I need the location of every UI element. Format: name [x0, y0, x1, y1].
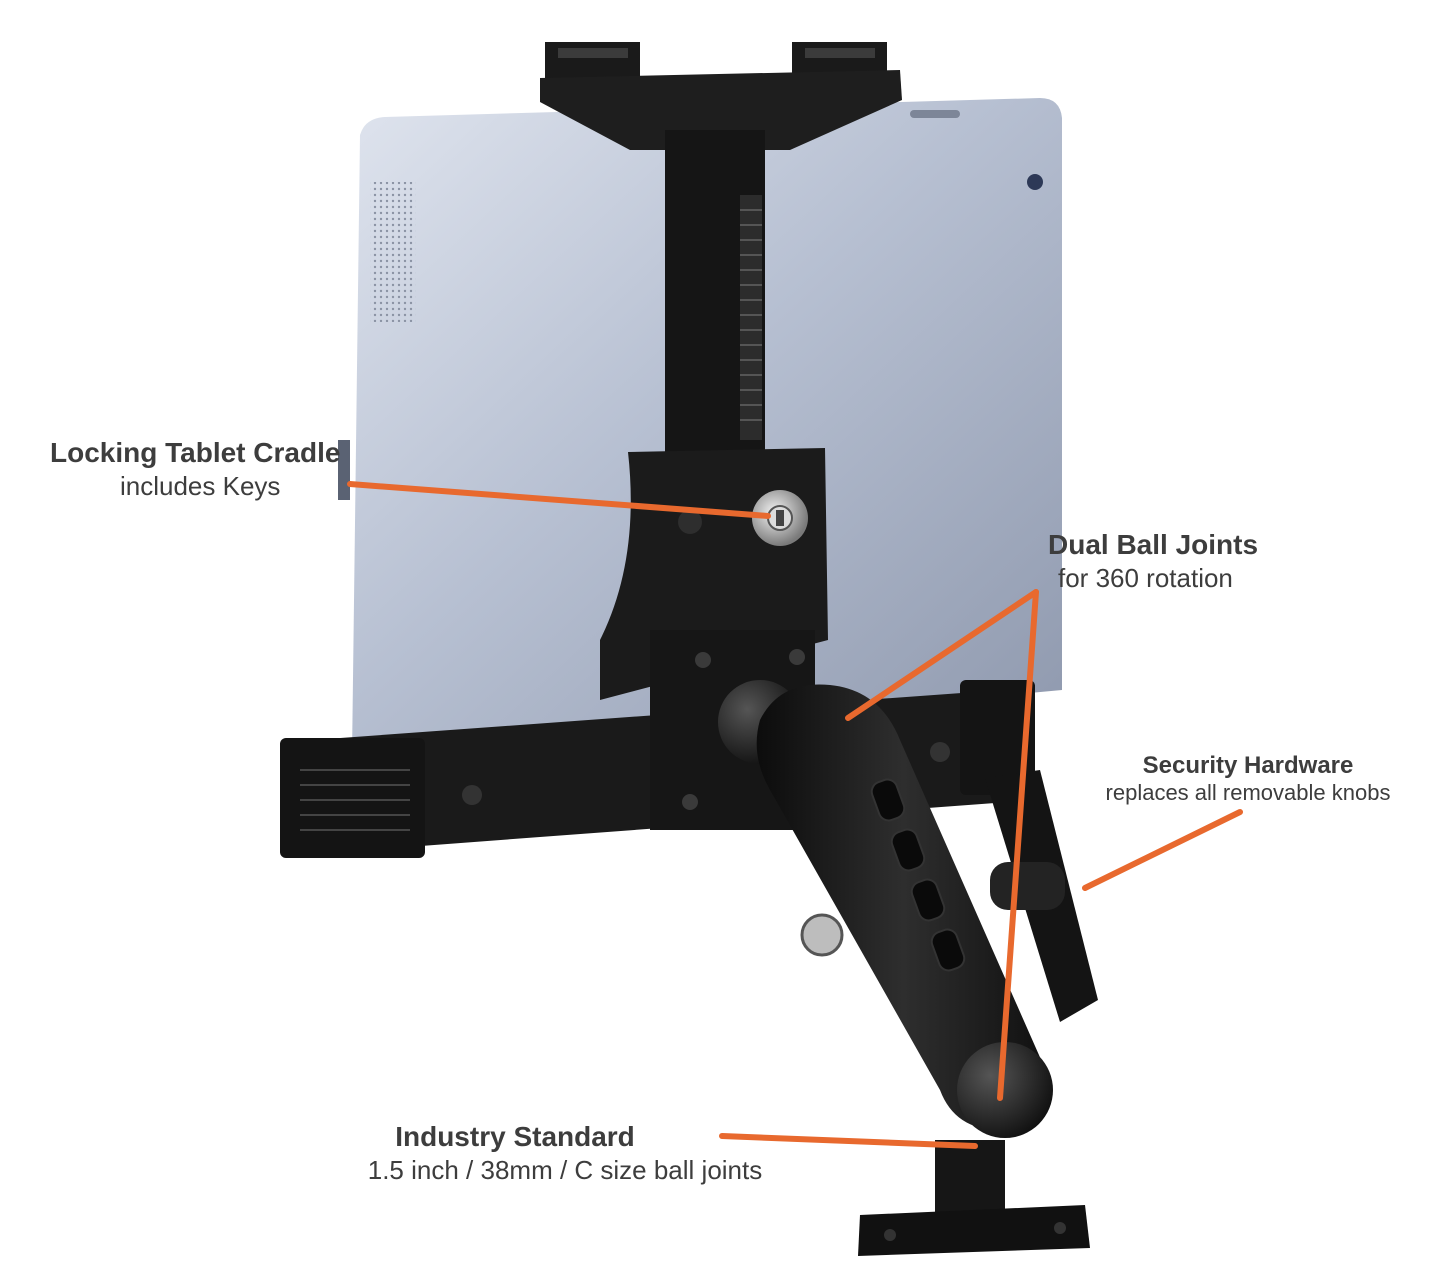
callout-security-subtitle: replaces all removable knobs — [1105, 780, 1391, 805]
leader-line-industry — [719, 1133, 978, 1149]
callout-industry-subtitle: 1.5 inch / 38mm / C size ball joints — [367, 1155, 763, 1185]
callout-cradle-title: Locking Tablet Cradle — [50, 437, 341, 468]
vertical-rail — [665, 130, 765, 470]
leader-line-security — [1082, 809, 1243, 891]
callout-cradle-subtitle: includes Keys — [120, 471, 281, 501]
ball-joint-arm — [718, 680, 1053, 1138]
callout-locking-cradle: Locking Tablet Cradle includes Keys — [50, 436, 340, 502]
base-mount — [858, 1140, 1090, 1256]
camera-icon — [1027, 174, 1043, 190]
speaker-grille — [370, 182, 416, 322]
arm-bolt — [800, 913, 844, 957]
leader-line-ball-upper — [845, 589, 1039, 721]
callout-ball-subtitle: for 360 rotation — [1058, 563, 1233, 593]
leader-line-cradle — [347, 481, 771, 519]
security-hardware-knob — [985, 770, 1098, 1022]
callout-ball-title: Dual Ball Joints — [1048, 529, 1259, 560]
callout-industry-standard: Industry Standard 1.5 inch / 38mm / C si… — [330, 1120, 800, 1186]
side-port — [338, 440, 350, 500]
leader-line-ball-lower — [997, 589, 1039, 1101]
leader-lines — [347, 481, 1243, 1149]
callout-security-hardware: Security Hardware replaces all removable… — [1078, 752, 1418, 806]
callout-security-title: Security Hardware — [1142, 752, 1354, 779]
lower-ball — [957, 1042, 1053, 1138]
callout-dual-ball-joints: Dual Ball Joints for 360 rotation — [1048, 528, 1258, 594]
callout-industry-title: Industry Standard — [395, 1121, 635, 1152]
top-clamp — [540, 42, 902, 150]
